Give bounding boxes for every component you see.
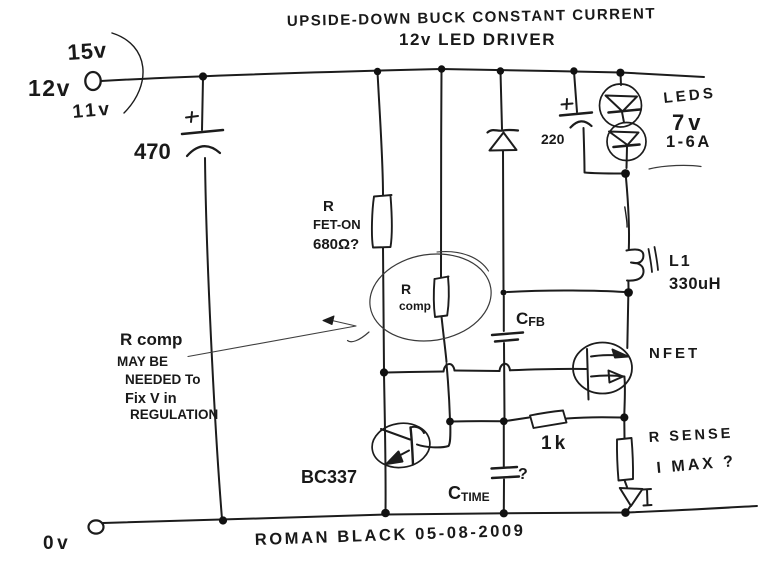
svg-text:MAY BE: MAY BE xyxy=(117,354,168,369)
svg-text:REGULATION: REGULATION xyxy=(130,407,218,422)
svg-text:R: R xyxy=(401,281,411,297)
svg-text:ROMAN BLACK 05-08-2009: ROMAN BLACK 05-08-2009 xyxy=(255,522,526,549)
svg-text:1k: 1k xyxy=(541,433,568,454)
svg-text:NEEDED To: NEEDED To xyxy=(125,372,201,387)
svg-text:FET-ON: FET-ON xyxy=(313,217,361,232)
svg-text:R comp: R comp xyxy=(120,330,182,349)
svg-text:11v: 11v xyxy=(72,99,113,123)
svg-text:330uH: 330uH xyxy=(669,275,721,293)
svg-text:470: 470 xyxy=(134,139,171,164)
svg-text:?: ? xyxy=(518,466,528,483)
svg-text:CTIME: CTIME xyxy=(448,483,490,504)
svg-text:L1: L1 xyxy=(669,253,692,270)
svg-text:CFB: CFB xyxy=(516,309,545,329)
svg-text:BC337: BC337 xyxy=(301,467,357,487)
svg-text:12v LED DRIVER: 12v LED DRIVER xyxy=(399,30,556,49)
svg-text:680Ω?: 680Ω? xyxy=(313,236,359,253)
svg-text:15v: 15v xyxy=(67,37,108,65)
svg-text:R: R xyxy=(323,198,334,215)
svg-text:12v: 12v xyxy=(28,75,71,101)
svg-text:NFET: NFET xyxy=(649,345,700,362)
svg-text:LEDS: LEDS xyxy=(663,85,717,107)
svg-text:I MAX ?: I MAX ? xyxy=(656,453,737,477)
svg-text:7v: 7v xyxy=(672,110,704,135)
svg-text:1-6A: 1-6A xyxy=(666,133,712,151)
svg-text:R SENSE: R SENSE xyxy=(648,426,733,446)
svg-text:Fix V in: Fix V in xyxy=(125,391,177,407)
svg-text:0v: 0v xyxy=(43,533,71,554)
svg-text:UPSIDE-DOWN BUCK CONSTANT CURR: UPSIDE-DOWN BUCK CONSTANT CURRENT xyxy=(287,5,656,30)
svg-text:220: 220 xyxy=(541,131,565,147)
svg-text:comp: comp xyxy=(399,299,431,313)
